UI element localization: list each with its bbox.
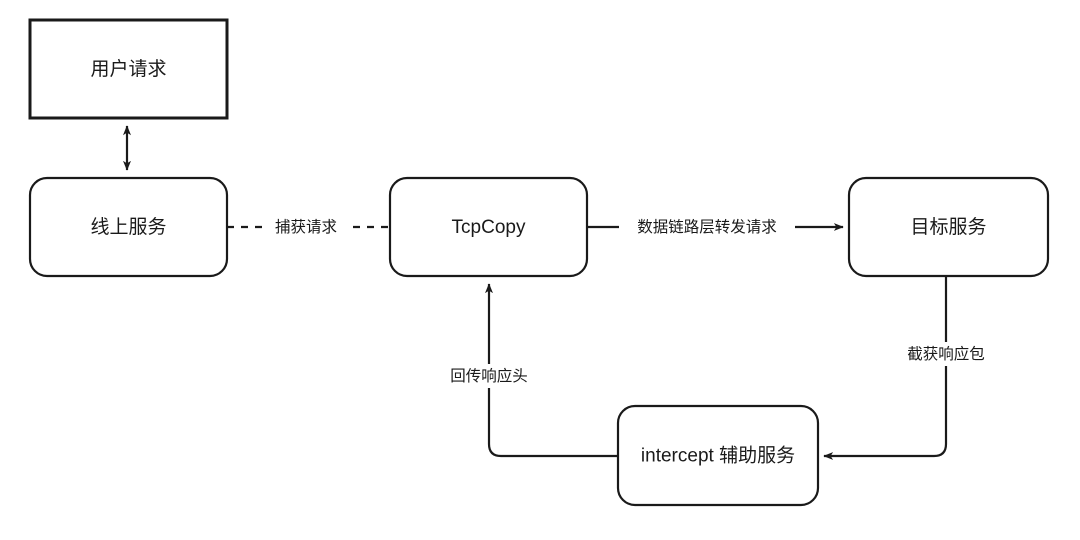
edge-capture-response: 截获响应包 (823, 276, 1002, 460)
node-shape[interactable] (847, 176, 1050, 278)
node-label-user-request: 用户请求 (90, 58, 166, 80)
edge-arrow-path (485, 283, 618, 458)
edge-label-backdrop (262, 215, 350, 239)
node-user-request[interactable]: 用户请求 (28, 18, 229, 120)
edge-label-forward-request: 数据链路层转发请求 (637, 218, 777, 236)
node-label-tcpcopy: TcpCopy (452, 217, 526, 238)
edge-label-backdrop (434, 364, 534, 388)
edge-forward-request: 数据链路层转发请求 (587, 215, 844, 239)
edge-arrow-path (823, 276, 948, 460)
node-label-target-service: 目标服务 (910, 216, 986, 238)
node-tcpcopy[interactable]: TcpCopy (388, 176, 589, 278)
node-shape[interactable] (28, 18, 229, 120)
node-label-intercept-service: intercept 辅助服务 (641, 445, 795, 467)
node-online-service[interactable]: 线上服务 (28, 176, 229, 278)
edge-label-backdrop (890, 342, 1002, 366)
node-intercept-service[interactable]: intercept 辅助服务 (616, 404, 820, 507)
edge-return-response-header: 回传响应头 (434, 283, 618, 458)
edge-label-backdrop (619, 215, 795, 239)
node-shape[interactable] (28, 176, 229, 278)
edge-label-capture-request: 捕获请求 (275, 218, 337, 236)
node-shape[interactable] (388, 176, 589, 278)
edge-label-return-response-header: 回传响应头 (450, 366, 528, 385)
edge-capture-request: 捕获请求 (227, 215, 390, 239)
node-shape[interactable] (616, 404, 820, 507)
node-label-online-service: 线上服务 (90, 216, 166, 238)
edge-label-capture-response: 截获响应包 (907, 344, 985, 363)
node-target-service[interactable]: 目标服务 (847, 176, 1050, 278)
